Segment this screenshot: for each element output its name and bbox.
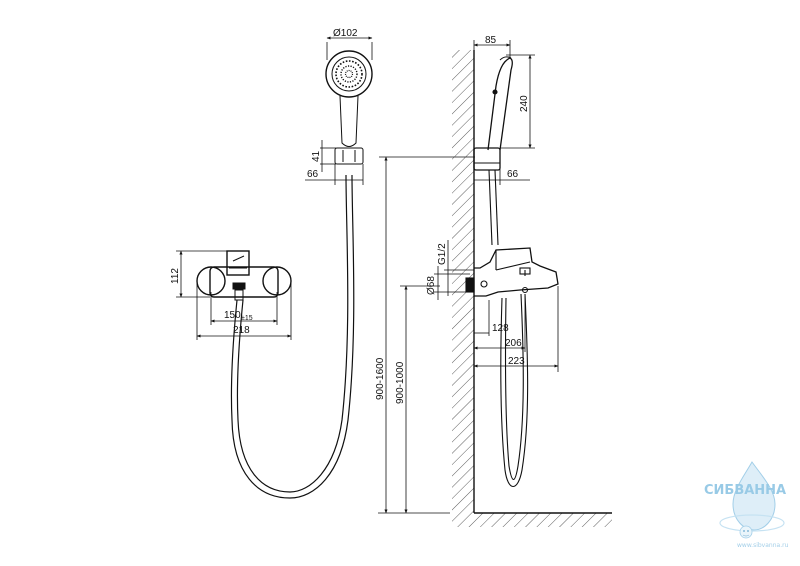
dim-height-mixer: 900-1000 [395, 361, 406, 404]
dim-spout-128: 128 [492, 323, 509, 334]
shower-hose [236, 174, 349, 493]
dim-holder-height: 41 [311, 150, 322, 162]
brand-site: www.sibvanna.ru [737, 542, 789, 549]
dim-wall-offset-top: 85 [485, 35, 497, 46]
front-view [196, 50, 373, 499]
front-dims [176, 36, 475, 514]
dim-height-holder: 900-1600 [375, 357, 386, 400]
dim-flange-diameter: Ø68 [426, 276, 437, 295]
dim-holder-depth-front: 66 [307, 169, 319, 180]
side-view [465, 56, 559, 488]
dim-centers: 150 [224, 310, 241, 321]
dim-mixer-height: 112 [170, 268, 181, 284]
dim-head-diameter: Ø102 [333, 28, 358, 39]
floor-hatch [452, 513, 612, 527]
dim-mixer-width: 218 [233, 325, 250, 336]
brand-name: СИБВАННА [704, 483, 786, 498]
brand-logo: СИБВАННА www.sibvanna.ru [704, 461, 789, 549]
dim-handshower-height: 240 [519, 95, 530, 112]
dim-centers-tolerance: ±15 [241, 315, 253, 322]
shower-holder [334, 147, 364, 165]
dim-thread: G1/2 [437, 243, 448, 265]
dim-spout-223: 223 [508, 356, 525, 367]
wall-hatch [452, 50, 474, 513]
shower-head [325, 50, 373, 147]
dim-holder-depth-side: 66 [507, 169, 519, 180]
side-dims [434, 40, 559, 372]
dim-spout-206: 206 [505, 338, 522, 349]
